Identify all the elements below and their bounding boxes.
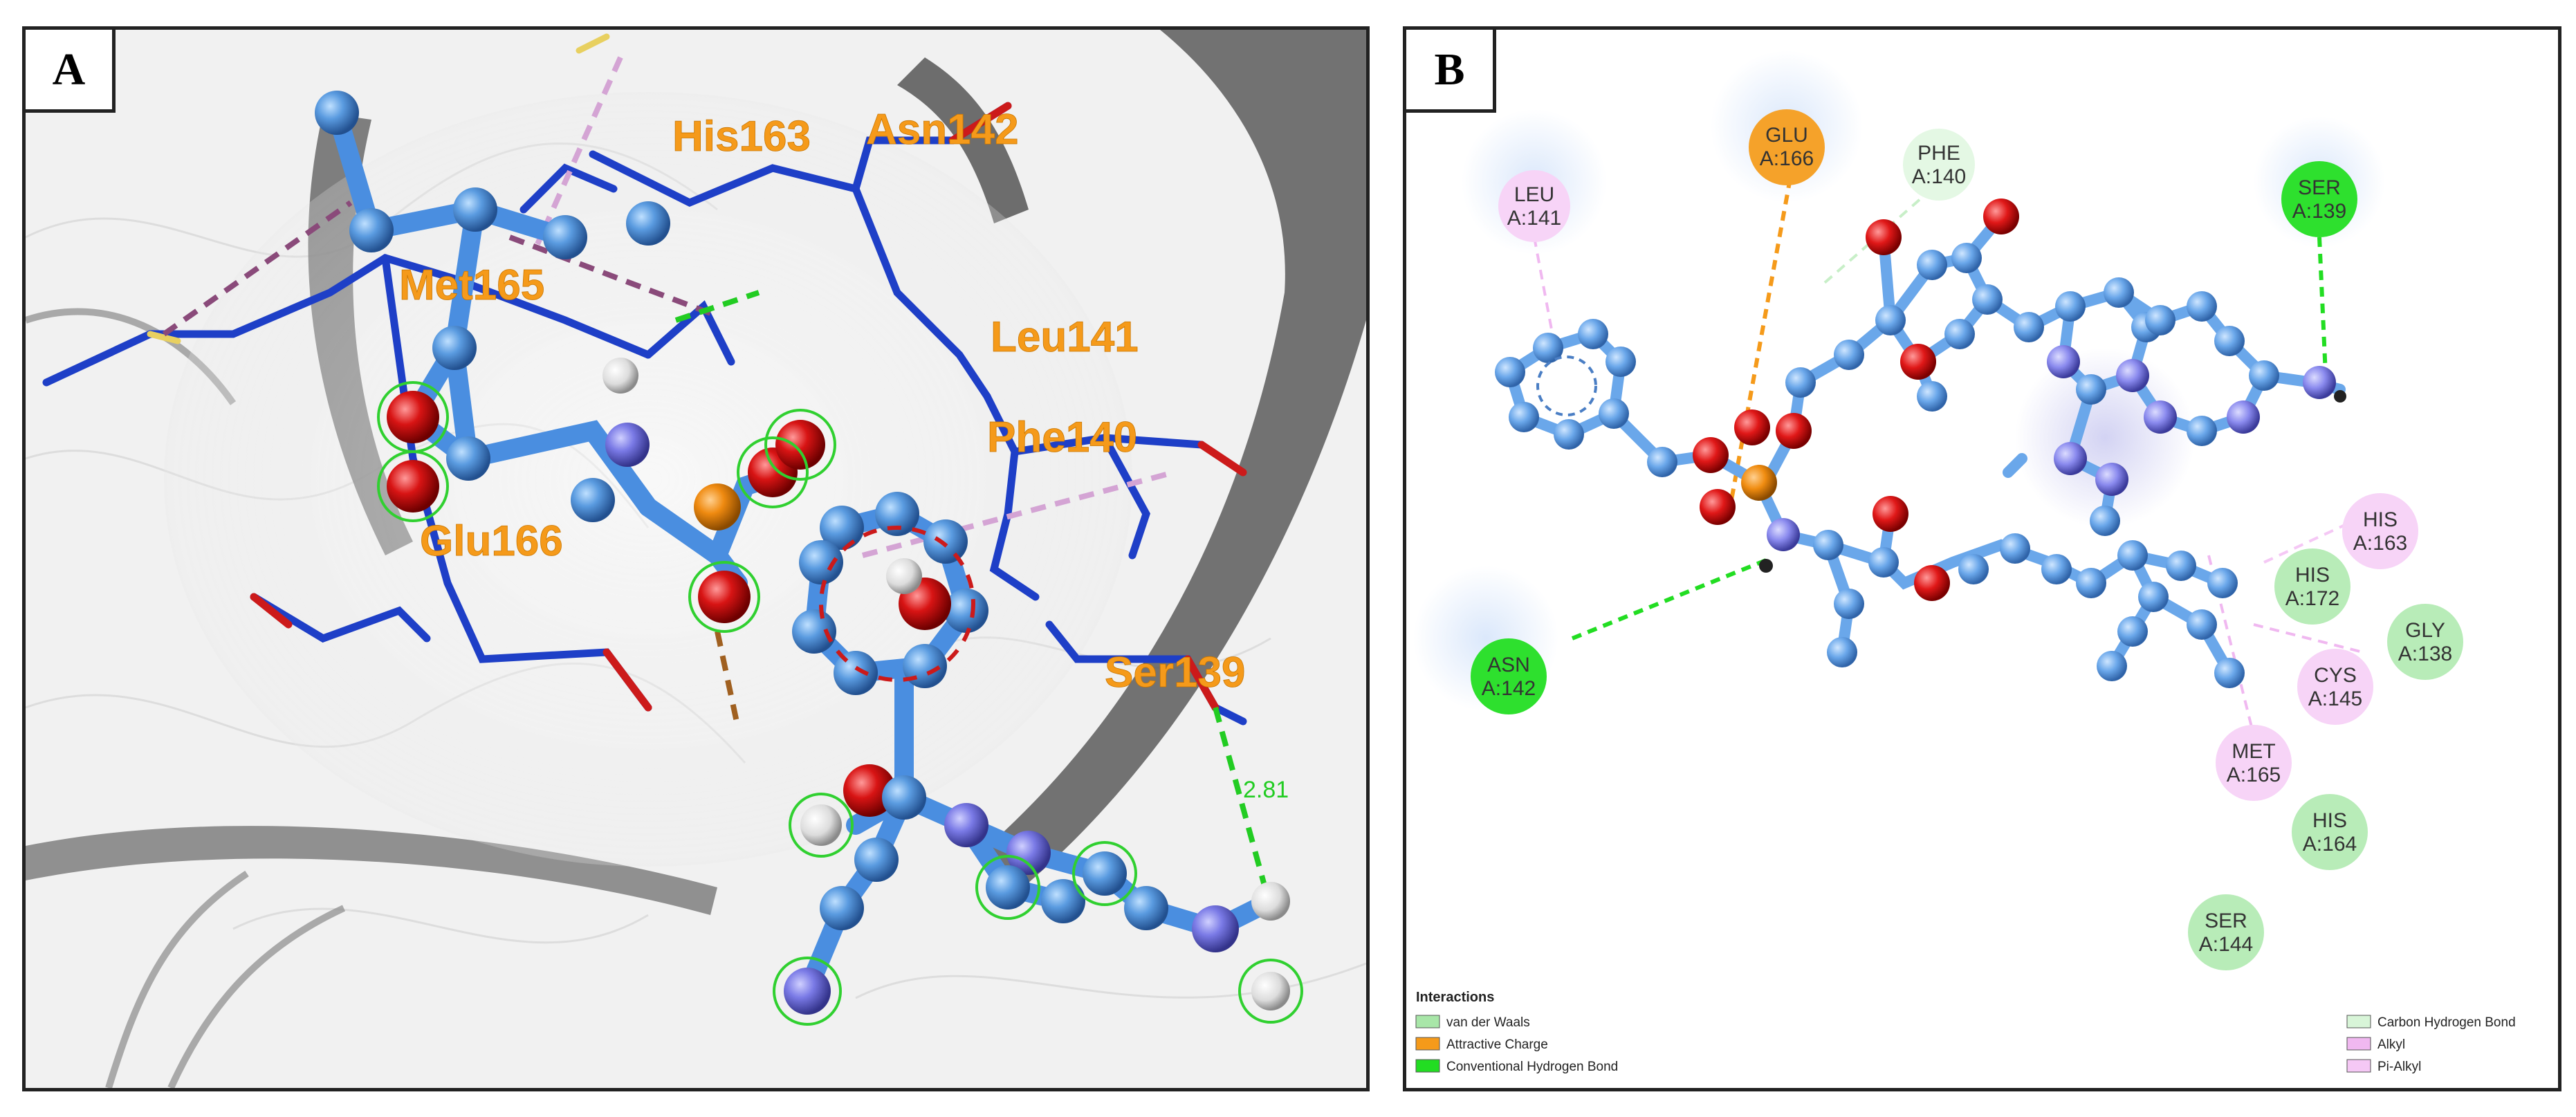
legend-item-pi-alkyl: Pi-Alkyl [2346,1059,2421,1074]
svg-text:GLY: GLY [2405,619,2445,642]
svg-text:A:141: A:141 [1507,207,1561,230]
label-ser139: Ser139 [1105,649,1245,696]
svg-text:A:164: A:164 [2303,833,2357,856]
label-his163: His163 [672,113,811,160]
svg-text:Conventional Hydrogen Bond: Conventional Hydrogen Bond [1446,1060,1618,1074]
svg-text:A:139: A:139 [2292,200,2346,223]
panel-b-2d-diagram: B [1403,26,2561,1091]
panel-a-letter: A [26,30,116,113]
svg-text:Carbon Hydrogen Bond: Carbon Hydrogen Bond [2377,1015,2516,1030]
residue-cys145: CYS A:145 [2297,649,2373,725]
svg-text:LEU: LEU [1514,183,1554,206]
residue-glu166: GLU A:166 [1749,109,1825,185]
residue-ser144: SER A:144 [2188,894,2264,970]
label-met165: Met165 [399,261,544,309]
hbond-markers [377,381,1303,1026]
legend-title: Interactions [1416,990,1494,1005]
svg-text:Pi-Alkyl: Pi-Alkyl [2377,1060,2421,1074]
interaction-dashes [162,56,1273,910]
svg-text:A:165: A:165 [2227,764,2281,786]
residue-leu141: LEU A:141 [1498,170,1570,242]
legend-item-vdw: van der Waals [1415,1015,1530,1030]
residue-ser139: SER A:139 [2281,161,2357,237]
svg-text:A:138: A:138 [2398,643,2452,665]
svg-text:A:163: A:163 [2353,532,2407,555]
hbond-distance-label: 2.81 [1243,777,1289,803]
svg-text:HIS: HIS [2295,564,2330,587]
residue-met165: MET A:165 [2216,725,2292,801]
svg-text:A:145: A:145 [2308,687,2362,710]
svg-text:SER: SER [2205,910,2247,932]
residue-his172: HIS A:172 [2274,548,2350,625]
svg-text:HIS: HIS [2312,809,2347,832]
residue-his164: HIS A:164 [2292,794,2368,870]
residue-discs: LEU A:141 GLU A:166 PHE A:140 SER A:139 … [1471,109,2463,970]
svg-text:HIS: HIS [2363,508,2398,531]
svg-text:A:142: A:142 [1482,677,1536,700]
panel-b-scene: LEU A:141 GLU A:166 PHE A:140 SER A:139 … [1413,50,2516,1074]
ligand-atoms-2d [1495,199,2346,688]
svg-text:A:144: A:144 [2199,933,2253,956]
label-phe140: Phe140 [987,414,1137,461]
ligand-bonds-2d [1503,211,2346,678]
svg-text:MET: MET [2232,740,2275,763]
residue-his163: HIS A:163 [2342,493,2418,569]
residue-asn142: ASN A:142 [1471,638,1547,714]
legend-item-conventional-hbond: Conventional Hydrogen Bond [1415,1059,1618,1074]
svg-text:van der Waals: van der Waals [1446,1015,1530,1030]
svg-text:CYS: CYS [2314,664,2357,687]
residue-labels: His163 Asn142 Met165 Leu141 Phe140 Glu16… [399,106,1289,803]
svg-text:A:172: A:172 [2285,587,2339,610]
panel-a-3d-view: A [22,26,1370,1091]
svg-text:ASN: ASN [1487,654,1530,676]
residue-phe140: PHE A:140 [1903,129,1975,201]
residue-gly138: GLY A:138 [2387,604,2463,680]
legend-item-alkyl: Alkyl [2346,1037,2405,1052]
svg-text:Alkyl: Alkyl [2377,1037,2405,1052]
svg-text:PHE: PHE [1917,142,1960,165]
svg-text:A:166: A:166 [1760,147,1814,170]
ligand-atoms [315,91,1290,1015]
svg-text:A:140: A:140 [1912,165,1966,188]
svg-text:GLU: GLU [1765,124,1808,147]
panel-a-scene: His163 Asn142 Met165 Leu141 Phe140 Glu16… [26,30,1366,1088]
legend-item-carbon-hbond: Carbon Hydrogen Bond [2346,1015,2516,1030]
svg-text:SER: SER [2298,176,2341,199]
svg-text:Attractive Charge: Attractive Charge [1446,1037,1548,1052]
label-leu141: Leu141 [991,313,1139,361]
panel-b-letter: B [1406,30,1496,113]
aromatic-ring-marker [1536,356,1597,416]
legend-item-attractive-charge: Attractive Charge [1415,1037,1548,1052]
pi-ring-marker [819,526,975,682]
label-glu166: Glu166 [420,517,563,565]
interactions-legend: Interactions van der Waals Attractive Ch… [1415,990,2516,1074]
label-asn142: Asn142 [866,106,1019,154]
